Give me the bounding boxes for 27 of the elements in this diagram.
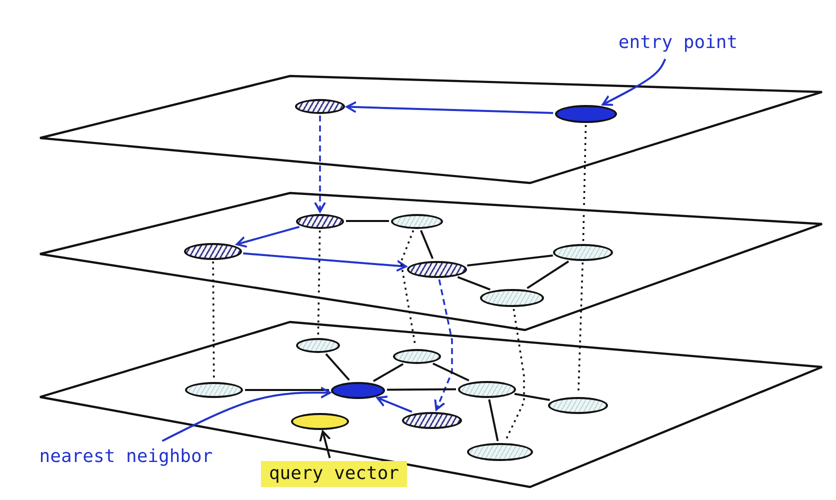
highlighted-label: query vector: [261, 461, 407, 487]
arrow: [243, 252, 407, 272]
arrow: [346, 101, 554, 114]
arrow: [319, 430, 331, 458]
connector-line: [432, 362, 470, 382]
arrow: [162, 386, 331, 442]
annotation-label: nearest neighbor: [29, 444, 223, 470]
connector-line: [457, 276, 491, 290]
connector-line: [420, 230, 434, 259]
connector-line: [467, 254, 553, 266]
arrow: [236, 226, 300, 248]
connector-line: [245, 389, 329, 391]
dotted-line: [212, 262, 215, 380]
dotted-line: [582, 124, 587, 242]
connector-line: [488, 399, 499, 442]
connector-line: [514, 392, 550, 402]
connector-line: [526, 260, 570, 289]
arrow: [376, 396, 412, 413]
connector-line: [372, 363, 404, 382]
arrow: [434, 279, 453, 411]
connector-line: [386, 388, 456, 391]
dotted-line: [317, 230, 321, 336]
annotation-label: entry point: [611, 30, 745, 56]
arrow: [314, 116, 326, 212]
connector-line: [346, 220, 389, 222]
arrow: [602, 58, 666, 106]
connector-line: [325, 353, 350, 381]
